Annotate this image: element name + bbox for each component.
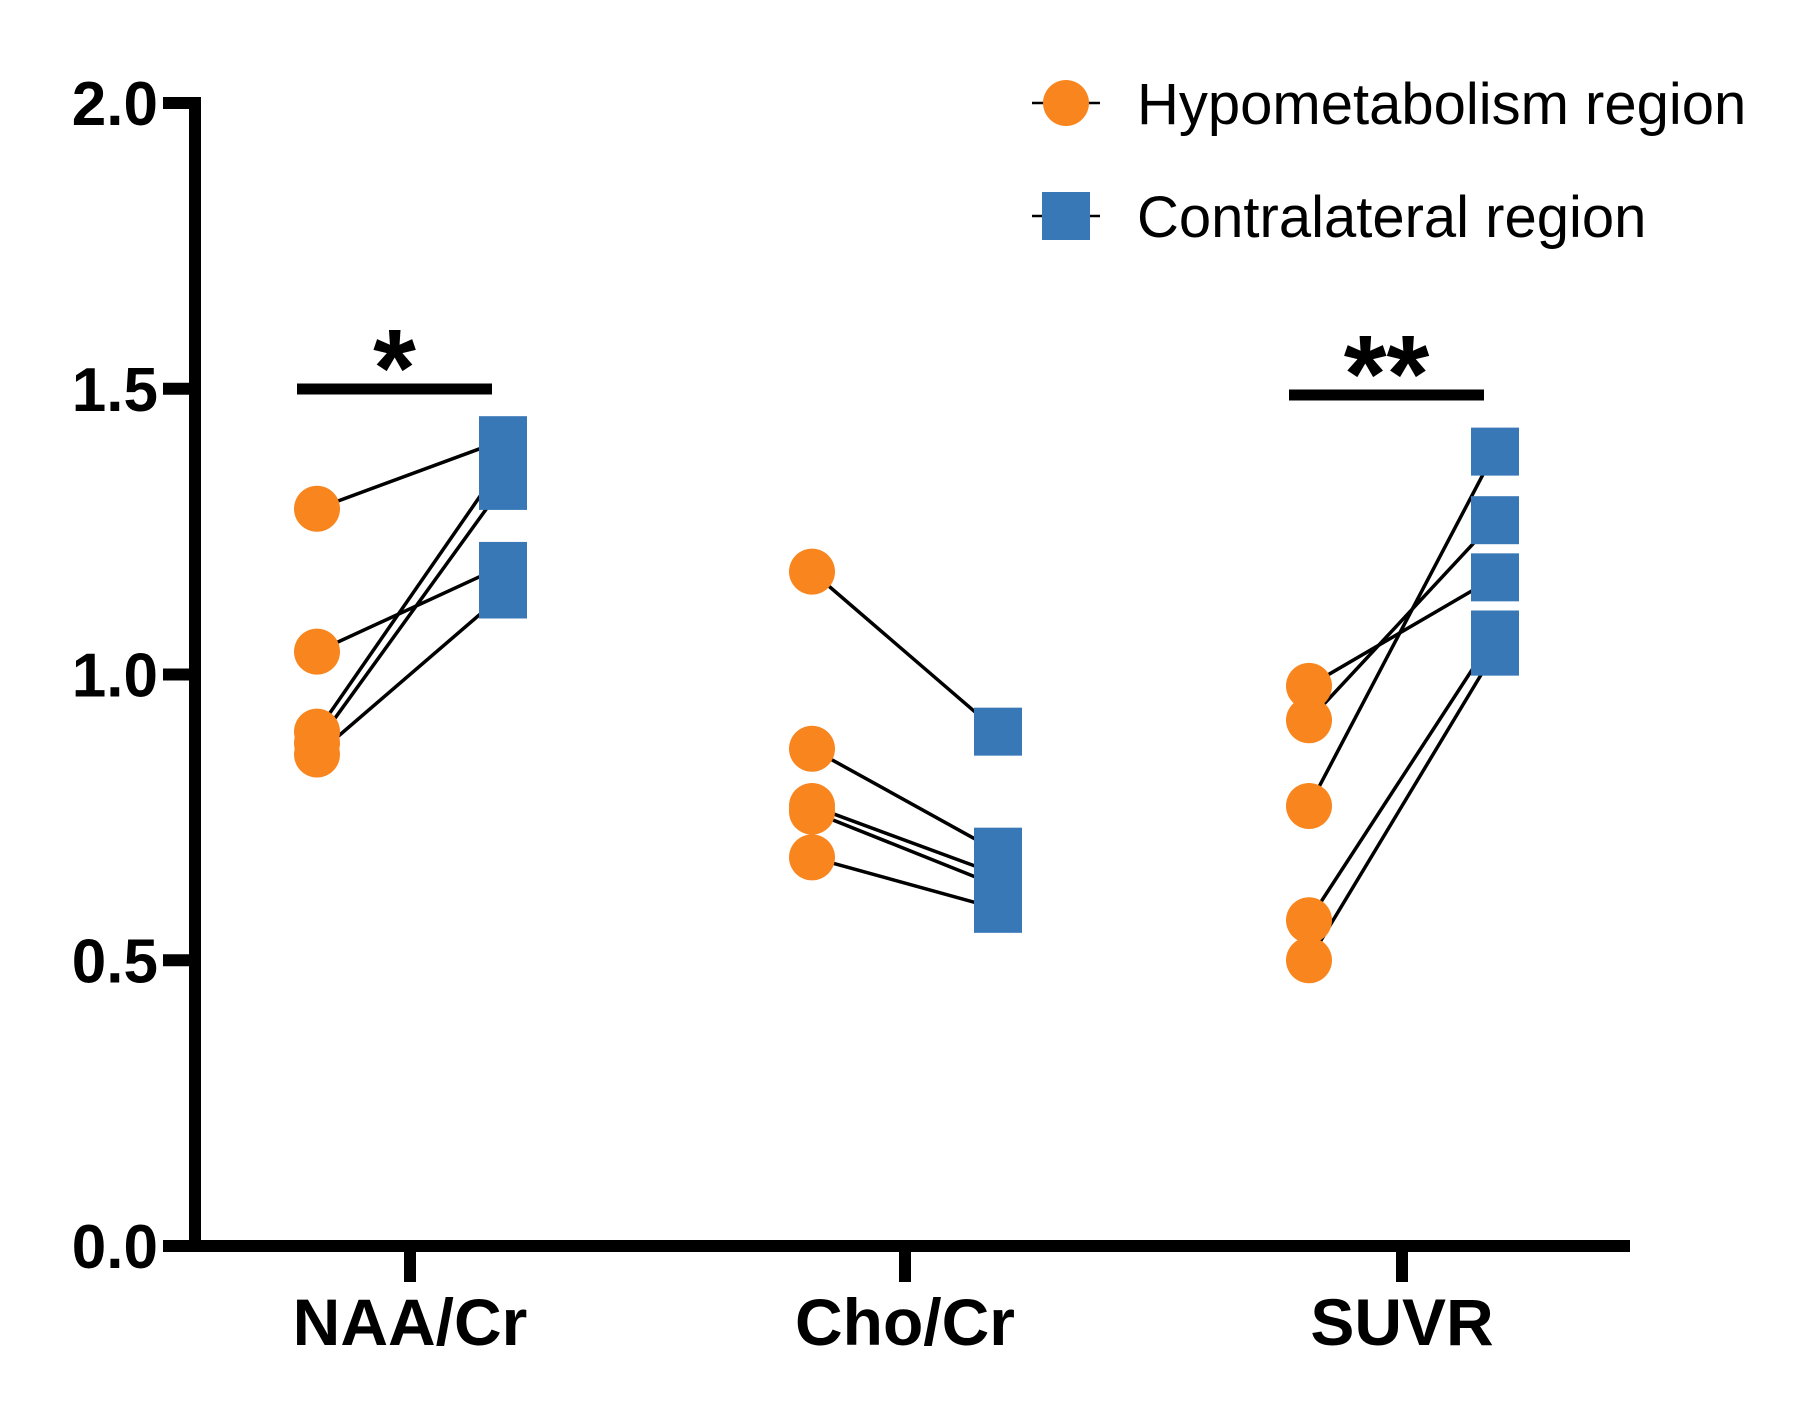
pair-line — [315, 593, 505, 756]
hypometabolism-point — [789, 834, 835, 881]
y-tick — [163, 382, 195, 395]
hypometabolism-point — [1286, 697, 1332, 744]
hypometabolism-point — [294, 485, 340, 532]
contralateral-point — [1471, 427, 1519, 476]
category-label: SUVR — [1310, 1285, 1493, 1359]
y-tick-label: 0.0 — [72, 1213, 158, 1282]
contralateral-point — [1471, 553, 1519, 602]
contralateral-point — [974, 884, 1022, 933]
hypometabolism-point — [1286, 897, 1332, 944]
pair-line — [316, 438, 504, 511]
hypometabolism-point — [789, 788, 835, 835]
contralateral-point — [974, 707, 1022, 756]
significance-stars: ** — [1344, 313, 1430, 436]
pair-line — [1307, 633, 1497, 922]
x-axis — [163, 1240, 1630, 1252]
hypometabolism-point — [789, 725, 835, 772]
hypometabolism-point — [1286, 937, 1332, 984]
x-tick — [1396, 1252, 1408, 1282]
pair-line — [315, 462, 505, 733]
pair-line — [1307, 519, 1497, 722]
pair-line — [810, 570, 1000, 733]
pair-connectors — [315, 438, 1497, 962]
contralateral-point — [479, 461, 527, 510]
category-label: Cho/Cr — [795, 1285, 1015, 1359]
legend-marker-circle — [1043, 80, 1089, 126]
significance-annotation: * — [297, 307, 492, 430]
hypometabolism-point — [294, 731, 340, 778]
legend-item: Contralateral region — [1032, 185, 1646, 250]
pair-line — [1307, 450, 1497, 807]
significance-bar — [1289, 389, 1484, 401]
y-tick — [163, 668, 195, 681]
hypometabolism-point — [789, 548, 835, 595]
pair-line — [811, 804, 999, 877]
pair-line — [811, 810, 999, 888]
data-points — [294, 416, 1519, 984]
x-tick — [899, 1252, 911, 1282]
x-tick — [404, 1252, 416, 1282]
significance-annotation: ** — [1289, 313, 1484, 436]
pair-line — [1307, 650, 1497, 962]
y-tick — [163, 954, 195, 967]
pair-line — [811, 747, 999, 854]
pair-line — [315, 484, 505, 745]
y-tick-label: 2.0 — [72, 70, 158, 139]
hypometabolism-point — [1286, 662, 1332, 709]
contralateral-point — [479, 570, 527, 619]
category-label: NAA/Cr — [293, 1285, 528, 1359]
significance-stars: * — [373, 307, 416, 430]
hypometabolism-point — [294, 628, 340, 675]
y-tick-label: 1.5 — [72, 356, 158, 425]
legend-marker-square — [1042, 192, 1090, 240]
pair-line — [316, 564, 504, 654]
significance-bar — [297, 383, 492, 395]
pair-line — [811, 855, 999, 911]
contralateral-point — [1471, 496, 1519, 545]
y-tick — [163, 97, 195, 109]
contralateral-point — [1471, 627, 1519, 676]
y-tick-label: 0.5 — [72, 927, 158, 996]
legend-label: Hypometabolism region — [1137, 72, 1746, 137]
legend-label: Contralateral region — [1137, 185, 1646, 250]
legend-item: Hypometabolism region — [1032, 72, 1746, 137]
y-tick-label: 1.0 — [72, 642, 158, 711]
hypometabolism-point — [1286, 782, 1332, 829]
